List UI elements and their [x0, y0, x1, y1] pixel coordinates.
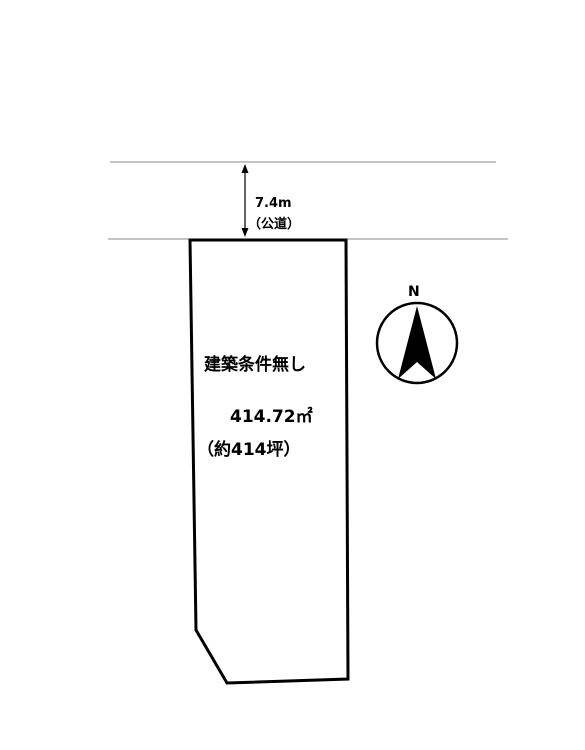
road-width-label: 7.4m: [255, 196, 292, 211]
road-type-label: （公道）: [248, 216, 300, 232]
lot-outline: [188, 238, 350, 685]
north-label: N: [408, 284, 420, 300]
lot-area-sqm: 414.72㎡: [230, 406, 313, 427]
road-width-dimension-arrow: [241, 164, 249, 237]
lot-area-tsubo: （約414坪）: [197, 439, 301, 460]
north-arrow-icon: [375, 301, 459, 385]
lot-condition-label: 建築条件無し: [204, 354, 306, 375]
